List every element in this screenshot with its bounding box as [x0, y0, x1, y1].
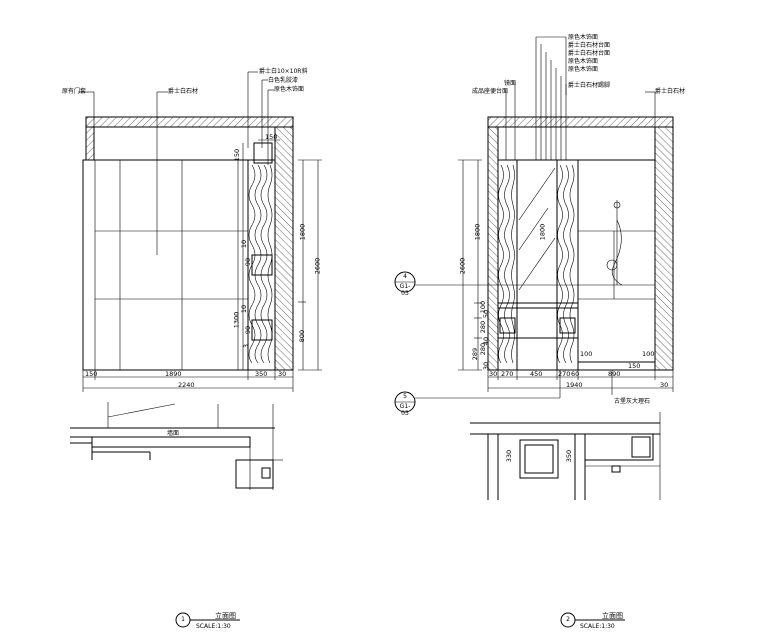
dim-total-2240: 2240: [178, 381, 195, 389]
dim-h-350: 350: [255, 370, 268, 378]
dim-top-150: 150: [265, 133, 278, 141]
plan2-dim-330: 330: [505, 449, 514, 463]
dim2-h-450: 450: [530, 370, 543, 378]
callout-top-0: 原色木饰面: [568, 34, 599, 41]
callout-top-5: 爵士白石材踢脚: [568, 82, 611, 89]
dim2-h-890: 890: [608, 370, 621, 378]
dim-v-2600: 2600: [313, 257, 322, 275]
right-wall-1: [274, 126, 294, 371]
section-5-ref: G1-03: [399, 403, 411, 417]
dim2-150: 150: [628, 362, 641, 370]
dim2-v-289: 289: [471, 347, 480, 361]
dim2-h-270a: 270: [501, 370, 514, 378]
view-title-1: 立面图: [215, 612, 236, 620]
view-title-2: 立面图: [602, 612, 623, 620]
elevation-1: [70, 71, 322, 490]
dim2-v-1800: 1800: [473, 223, 482, 241]
dim2-v-50: 50: [482, 309, 491, 319]
left-wall-stub-1: [85, 126, 95, 161]
dim-h-30: 30: [278, 370, 287, 378]
ceiling-slab-2: [487, 116, 674, 128]
plan2-dim-350: 350: [565, 449, 574, 463]
callout-shelf-top: 爵士白10×10R斜: [259, 68, 308, 75]
plan-label-wall: 墙面: [167, 430, 180, 437]
plan-view-2: [470, 412, 661, 500]
dim-h-150: 150: [85, 370, 98, 378]
dim2-mirror-height: 1800: [538, 223, 547, 241]
dim2-100a: 100: [580, 350, 593, 358]
callout-top-4: 原色木饰面: [568, 66, 599, 73]
dim2-h-30b: 30: [660, 381, 669, 389]
section-5-number: 5: [403, 393, 407, 400]
callout-stone-wall: 爵士白石材: [168, 88, 199, 95]
view-number-1: 1: [181, 616, 185, 623]
callout-top-1: 爵士白石材台面: [568, 42, 611, 49]
section-4-number: 4: [403, 273, 407, 280]
mirror-2: [516, 159, 558, 304]
dim2-total-1940: 1940: [566, 381, 583, 389]
dim-v-inner-1300: 1300: [232, 311, 241, 329]
callout-toilet-counter: 成品座便台面: [472, 88, 509, 95]
callout-mirror: 镜面: [504, 80, 517, 87]
dim2-v-2600: 2600: [458, 257, 467, 275]
dim-v-800: 800: [298, 329, 307, 343]
right-wall-2: [654, 126, 674, 371]
dim2-v-280b: 280: [479, 342, 488, 356]
left-wall-2: [487, 126, 499, 371]
callout-wood-veneer: 原色木饰面: [274, 86, 305, 93]
dim-h-1890: 1890: [165, 370, 182, 378]
elevation-2: [415, 36, 674, 500]
dim-v-inner-90a: 90: [244, 257, 253, 267]
callout-door-frame: 原有门套: [62, 88, 87, 95]
callout-top-2: 爵士白石材台面: [568, 50, 611, 57]
wall-panels-1: [82, 159, 249, 371]
view-number-2: 2: [566, 616, 570, 623]
section-4-ref: G1-03: [399, 283, 411, 297]
dim2-v-280a: 280: [479, 320, 488, 334]
dim-v-inner-150: 150: [233, 148, 242, 162]
dim2-h-30a: 30: [489, 370, 498, 378]
callout-drain-stone: 古堡灰大理石: [614, 398, 651, 405]
view-scale-1: SCALE:1:30: [196, 623, 231, 630]
dim-v-inner-10a: 10: [240, 239, 249, 249]
callout-top-3: 原色木饰面: [568, 58, 599, 65]
dim2-v-30: 30: [482, 361, 491, 371]
view-scale-2: SCALE:1:30: [580, 623, 615, 630]
dim-v-1800: 1800: [298, 223, 307, 241]
dim-v-inner-90b: 90: [244, 325, 253, 335]
callout-paint: 白色乳胶漆: [268, 77, 299, 84]
callout-stone-right: 爵士白石材: [655, 88, 686, 95]
plan-view-1: [70, 402, 283, 490]
dim2-100b: 100: [642, 350, 655, 358]
dim-v-inner-3: 3: [242, 343, 251, 349]
dim2-h-270b: 270: [558, 370, 571, 378]
dim2-h-60: 60: [571, 370, 580, 378]
dim-v-inner-10b: 10: [240, 304, 249, 314]
